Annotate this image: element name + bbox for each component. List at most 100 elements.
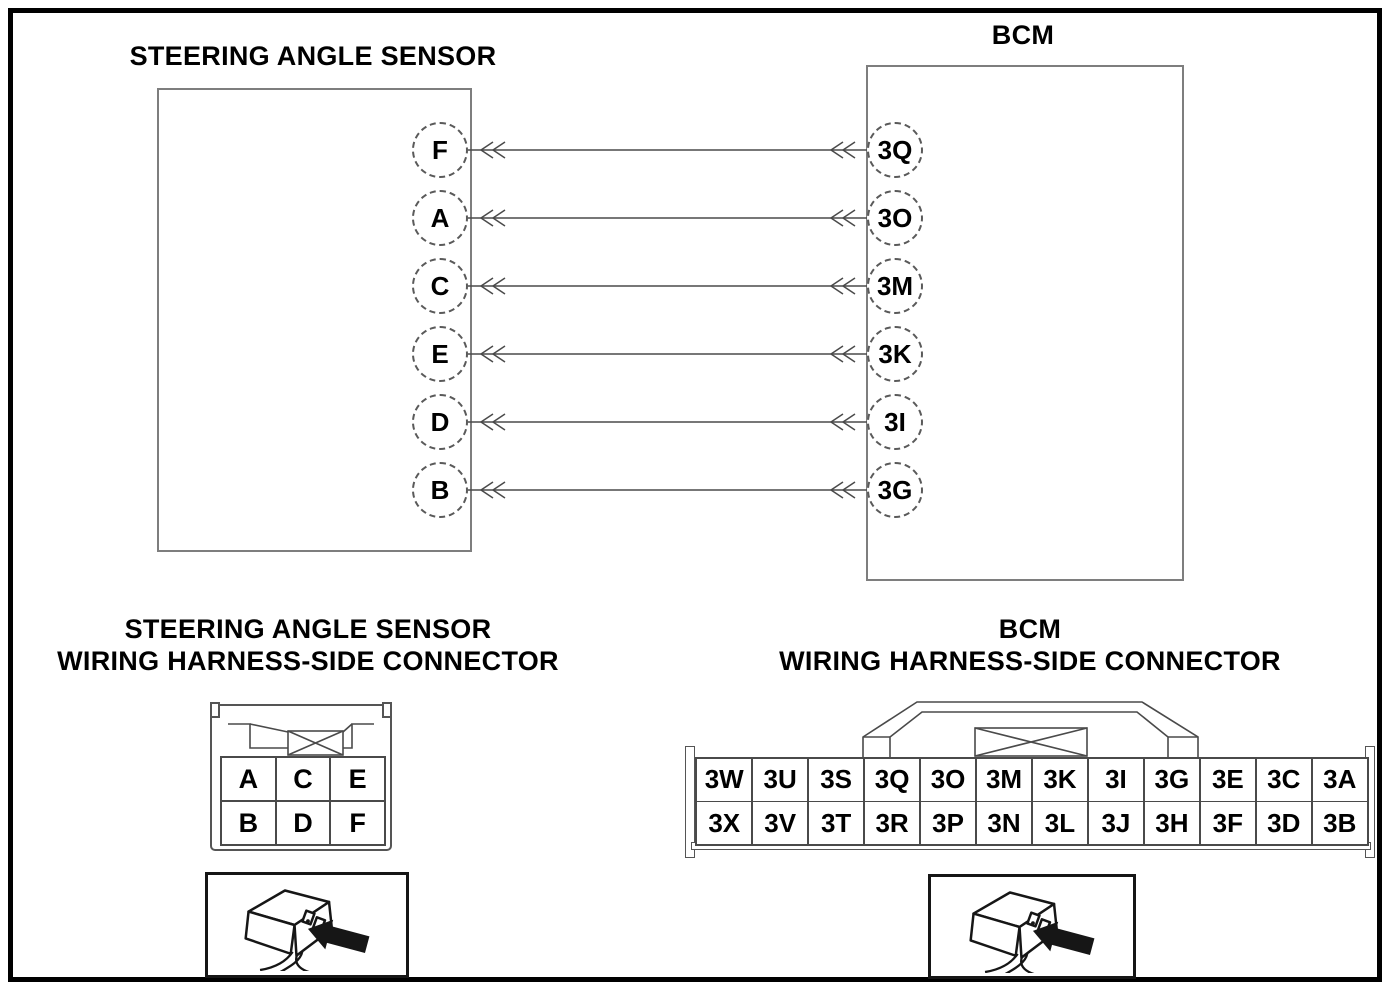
connector-corner-tab (382, 702, 392, 718)
chevron-left-icon (841, 413, 856, 431)
chevron-left-icon (491, 277, 506, 295)
connector-hood-keying (862, 701, 1199, 757)
sensor-pin-A: A (412, 190, 468, 246)
bcm-pin-cell-3A: 3A (1312, 759, 1367, 801)
bcm-pin-cell-3V: 3V (752, 802, 808, 844)
chevron-left-icon (479, 481, 494, 499)
bcm-pin-cell-3S: 3S (808, 759, 864, 801)
chevron-left-icon (479, 345, 494, 363)
x-cross-icon (287, 730, 344, 756)
sas-connector-title-line2: WIRING HARNESS-SIDE CONNECTOR (57, 646, 559, 676)
wire-harness-lines (468, 141, 867, 499)
bcm-pin-3M: 3M (867, 258, 923, 314)
bcm-pin-cell-3E: 3E (1200, 759, 1256, 801)
bcm-pin-cell-3N: 3N (976, 802, 1032, 844)
sas-connector-view-legend (205, 872, 409, 978)
sensor-pin-D: D (412, 394, 468, 450)
bcm-connector-view-legend (928, 874, 1136, 979)
wire-row-A-3O (468, 209, 867, 227)
bcm-unit-box (866, 65, 1184, 581)
arrow-left-icon (307, 919, 370, 954)
sas-connector-drawing: A C E B D F (210, 702, 392, 851)
chevron-left-icon (491, 209, 506, 227)
chevron-left-icon (479, 209, 494, 227)
bcm-pin-cell-3K: 3K (1032, 759, 1088, 801)
sas-pin-cell-F: F (331, 802, 384, 844)
bcm-pin-cell-3H: 3H (1144, 802, 1200, 844)
bcm-pin-cell-3C: 3C (1256, 759, 1312, 801)
chevron-left-icon (841, 277, 856, 295)
sas-connector-title-line1: STEERING ANGLE SENSOR (124, 614, 492, 644)
sas-pin-cell-A: A (222, 758, 275, 800)
bcm-pin-cell-3R: 3R (864, 802, 920, 844)
bcm-pin-grid: 3W 3U 3S 3Q 3O 3M 3K 3I 3G 3E 3C 3A 3X 3… (695, 757, 1369, 846)
sensor-pin-E: E (412, 326, 468, 382)
chevron-left-icon (829, 481, 844, 499)
connector-keying-feature (228, 723, 374, 756)
chevron-left-icon (491, 413, 506, 431)
chevron-left-icon (491, 345, 506, 363)
harness-connector-view-icon (969, 890, 1095, 973)
bcm-connector-title-line1: BCM (998, 614, 1062, 644)
chevron-left-icon (841, 345, 856, 363)
sas-pin-cell-D: D (276, 802, 330, 844)
chevron-left-icon (479, 277, 494, 295)
bcm-pin-3Q: 3Q (867, 122, 923, 178)
bcm-pin-3K: 3K (867, 326, 923, 382)
chevron-left-icon (479, 141, 494, 159)
sensor-pin-C: C (412, 258, 468, 314)
arrow-left-icon (1032, 921, 1095, 955)
sas-pin-cell-E: E (331, 758, 384, 800)
bcm-pin-cell-3P: 3P (920, 802, 976, 844)
chevron-left-icon (491, 141, 506, 159)
sas-pin-cell-B: B (222, 802, 275, 844)
bcm-pin-cell-3B: 3B (1312, 802, 1367, 844)
wire-row-E-3K (468, 345, 867, 363)
bcm-pin-3I: 3I (867, 394, 923, 450)
chevron-left-icon (479, 413, 494, 431)
sensor-pin-B: B (412, 462, 468, 518)
page-border (8, 8, 1382, 982)
chevron-left-icon (841, 209, 856, 227)
chevron-left-icon (829, 413, 844, 431)
bcm-unit-title: BCM (991, 20, 1055, 50)
bcm-pin-3G: 3G (867, 462, 923, 518)
bcm-pin-cell-3I: 3I (1088, 759, 1144, 801)
chevron-left-icon (491, 481, 506, 499)
bcm-pin-cell-3J: 3J (1088, 802, 1144, 844)
wire-row-B-3G (468, 481, 867, 499)
bcm-connector-drawing: 3W 3U 3S 3Q 3O 3M 3K 3I 3G 3E 3C 3A 3X 3… (685, 700, 1375, 858)
bcm-pin-cell-3Q: 3Q (864, 759, 920, 801)
bcm-pin-cell-3L: 3L (1032, 802, 1088, 844)
bcm-pin-cell-3X: 3X (697, 802, 752, 844)
x-cross-icon (974, 727, 1088, 757)
chevron-left-icon (829, 277, 844, 295)
chevron-left-icon (841, 481, 856, 499)
connector-corner-tab (210, 702, 220, 718)
bcm-pin-cell-3T: 3T (808, 802, 864, 844)
bcm-pin-cell-3G: 3G (1144, 759, 1200, 801)
wire-row-C-3M (468, 277, 867, 295)
sensor-pin-F: F (412, 122, 468, 178)
bcm-connector-title-line2: WIRING HARNESS-SIDE CONNECTOR (779, 646, 1281, 676)
bcm-pin-cell-3D: 3D (1256, 802, 1312, 844)
bcm-pin-cell-3M: 3M (976, 759, 1032, 801)
bcm-pin-cell-3O: 3O (920, 759, 976, 801)
wire-row-F-3Q (468, 141, 867, 159)
sas-connector-title: STEERING ANGLE SENSOR WIRING HARNESS-SID… (30, 613, 586, 677)
bcm-pin-3O: 3O (867, 190, 923, 246)
chevron-left-icon (829, 141, 844, 159)
harness-connector-view-icon (244, 889, 370, 971)
chevron-left-icon (829, 345, 844, 363)
chevron-left-icon (829, 209, 844, 227)
sas-pin-cell-C: C (276, 758, 330, 800)
sensor-unit-box (157, 88, 472, 552)
bcm-pin-cell-3F: 3F (1200, 802, 1256, 844)
wire-row-D-3I (468, 413, 867, 431)
bcm-connector-title: BCM WIRING HARNESS-SIDE CONNECTOR (752, 613, 1308, 677)
sas-pin-grid: A C E B D F (220, 756, 386, 846)
bcm-pin-cell-3U: 3U (752, 759, 808, 801)
connector-side-tab-left (685, 746, 695, 858)
chevron-left-icon (841, 141, 856, 159)
